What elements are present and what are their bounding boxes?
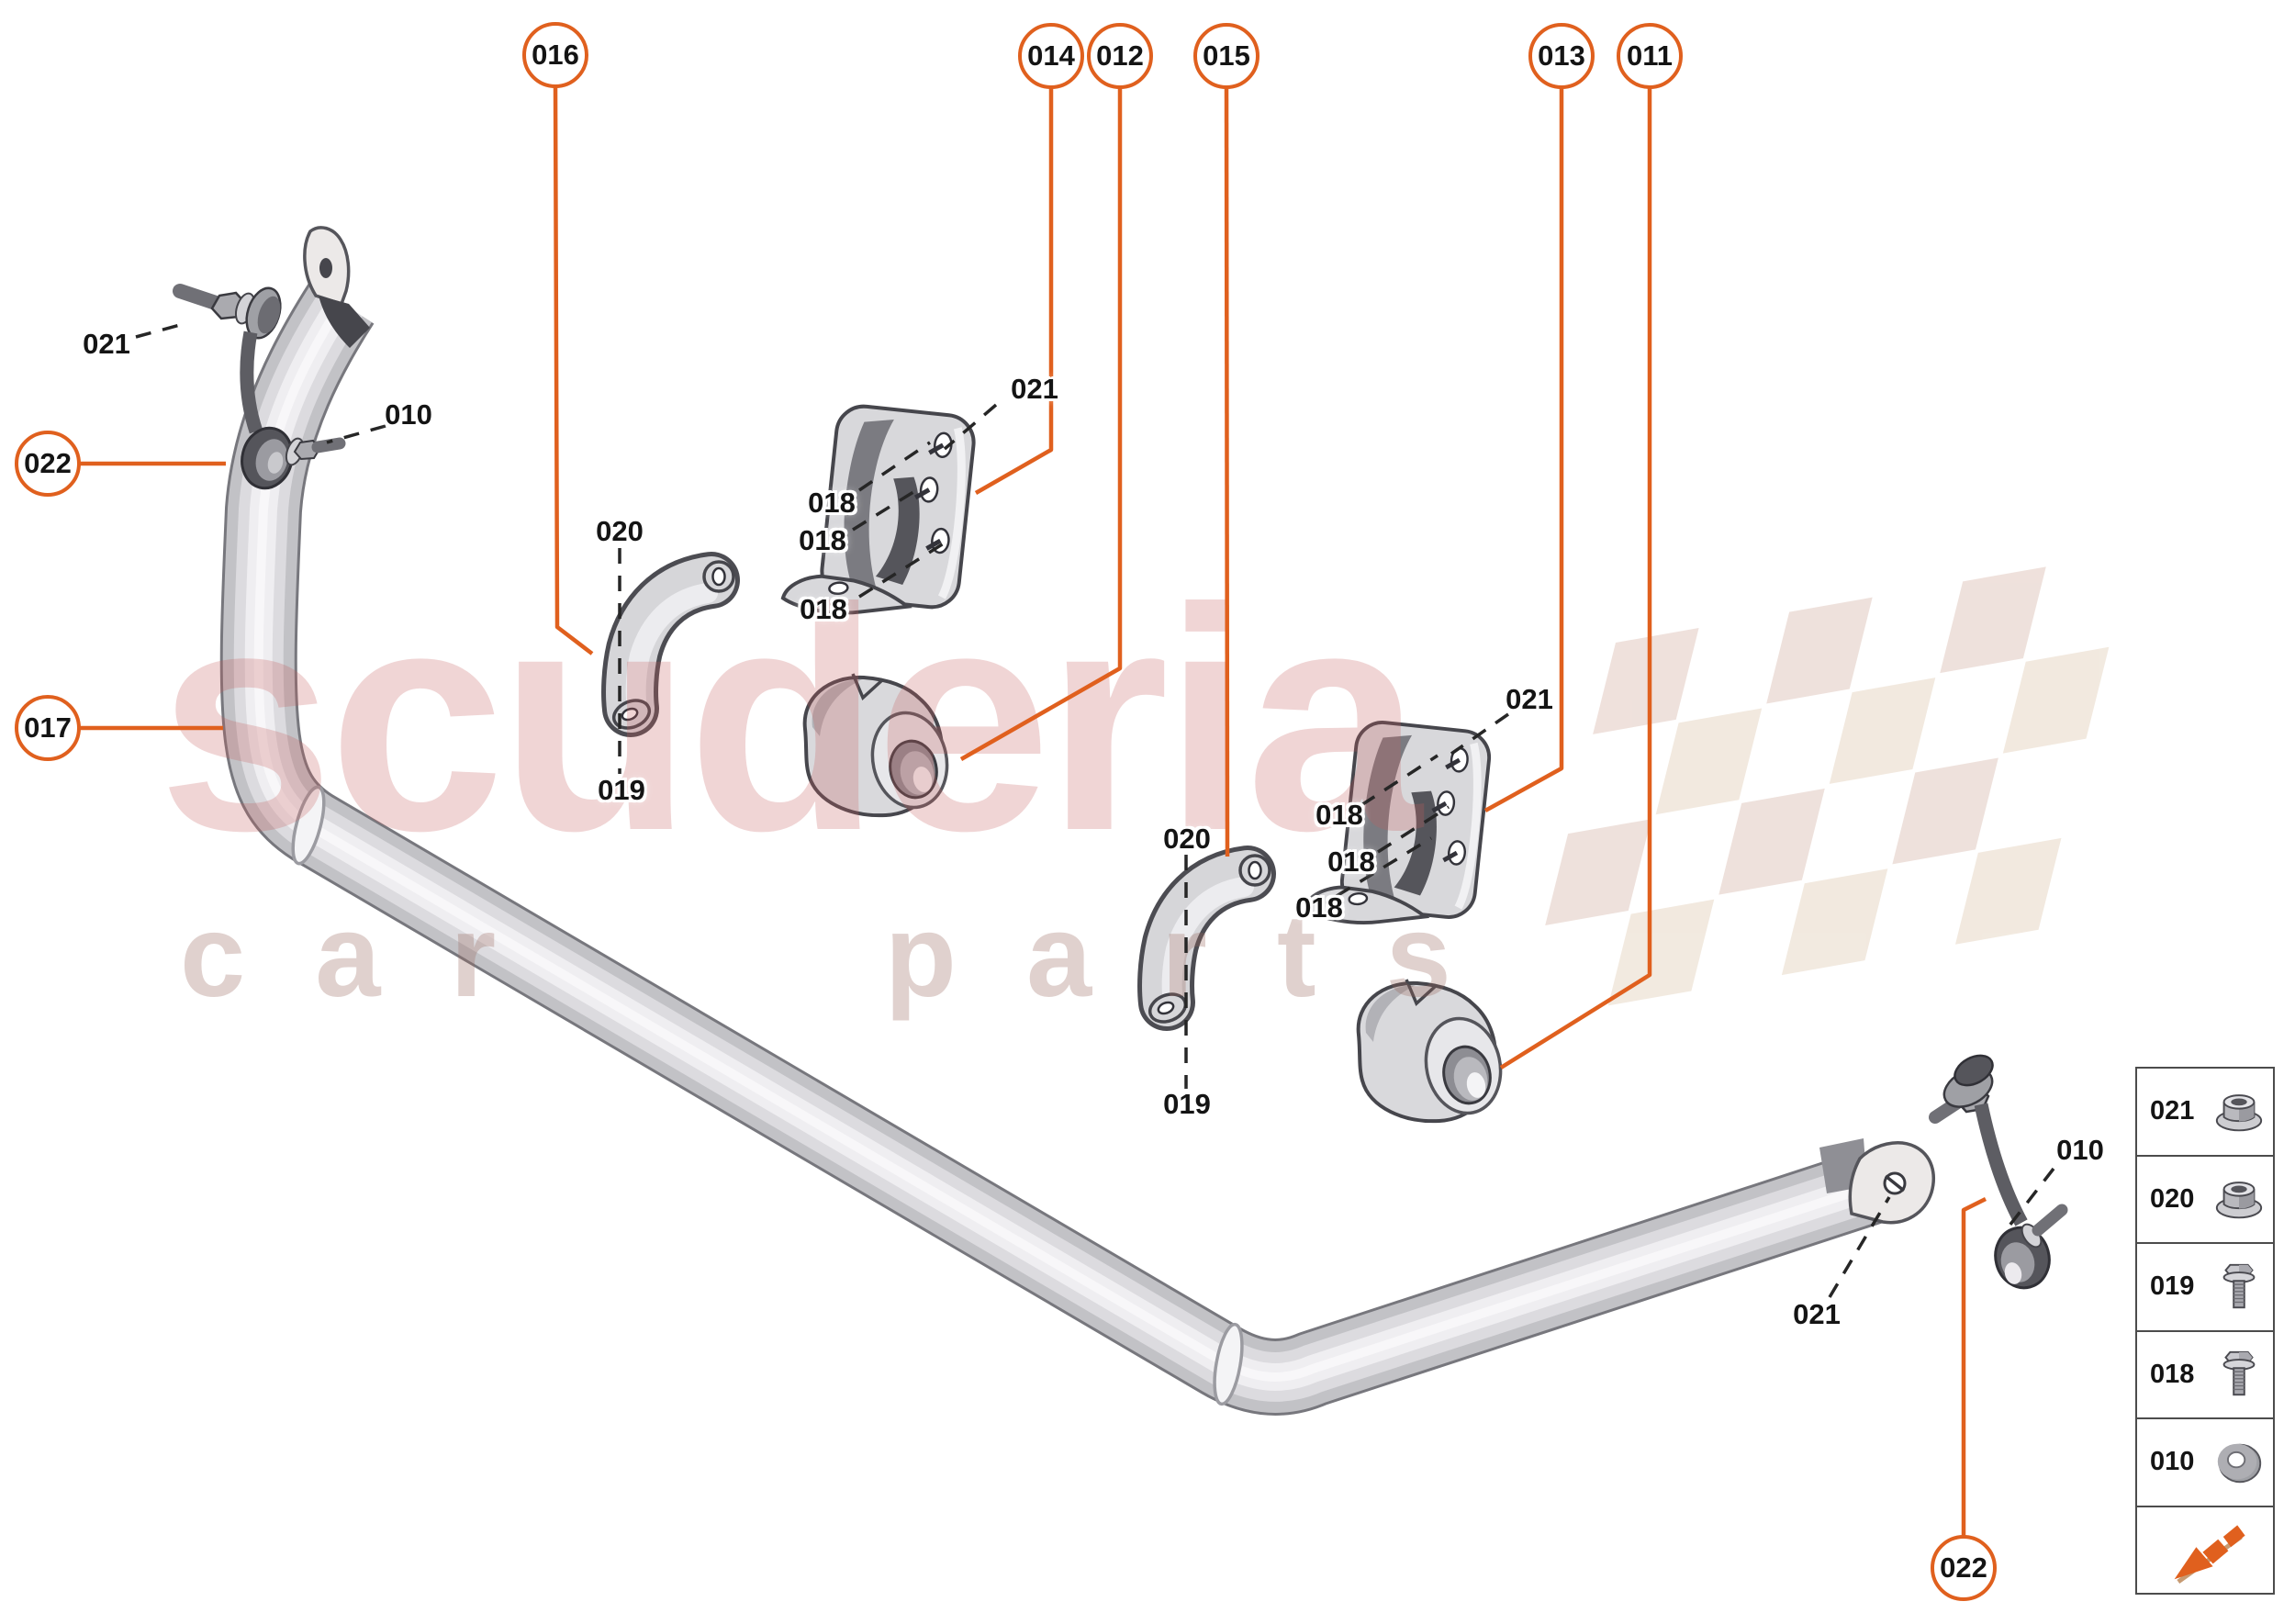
legend-row-logo [2137, 1507, 2273, 1594]
part-label-018: 018 [1327, 846, 1375, 878]
washer-icon [2212, 1436, 2266, 1489]
legend-row-020: 020 [2137, 1157, 2273, 1244]
legend-label-010: 010 [2150, 1447, 2195, 1477]
dashed-leader-010-left [326, 424, 386, 444]
part-label-021: 021 [1011, 373, 1058, 405]
callout-012[interactable]: 012 [1087, 23, 1153, 89]
flange-bolt-icon [2212, 1260, 2266, 1314]
leader-line-013 [1483, 85, 1564, 812]
leader-line-022-right [1961, 1196, 1987, 1539]
part-label-019: 019 [598, 774, 645, 806]
leader-line-011 [1499, 85, 1652, 1070]
part-label-019: 019 [1163, 1088, 1211, 1120]
dashed-leader-021-right [1828, 1196, 1891, 1298]
legend-row-018: 018 [2137, 1332, 2273, 1419]
callout-016[interactable]: 016 [522, 22, 588, 88]
flange-nut-icon [2212, 1172, 2266, 1226]
legend-label-021: 021 [2150, 1096, 2195, 1126]
callout-014[interactable]: 014 [1018, 23, 1084, 89]
part-label-021: 021 [1793, 1298, 1841, 1330]
callout-022-right[interactable]: 022 [1931, 1535, 1997, 1601]
part-label-018: 018 [1315, 799, 1363, 831]
callout-022-left[interactable]: 022 [15, 431, 81, 497]
part-label-018: 018 [808, 487, 856, 519]
part-label-018: 018 [799, 524, 846, 556]
callout-011[interactable]: 011 [1617, 23, 1683, 89]
callout-015[interactable]: 015 [1193, 23, 1259, 89]
dashed-leader-018-d3 [1336, 836, 1432, 898]
dashed-leader-018-b1 [858, 441, 931, 492]
part-label-010: 010 [385, 398, 432, 431]
dashed-leader-010-right [2001, 1167, 2055, 1236]
legend-row-019: 019 [2137, 1244, 2273, 1332]
dashed-leader-018-b2 [852, 486, 922, 532]
part-label-021: 021 [1506, 683, 1553, 715]
stabilizer-link-right [1929, 1054, 2068, 1290]
fastener-legend-table: 021 020 019 018 010 [2135, 1067, 2275, 1595]
dashed-leader-018-b3 [858, 540, 947, 599]
legend-row-010: 010 [2137, 1419, 2273, 1507]
part-label-021: 021 [83, 328, 130, 360]
part-label-020: 020 [1163, 823, 1211, 855]
leader-line-014 [974, 85, 1054, 495]
flange-bolt-icon [2212, 1348, 2266, 1401]
checkered-flag-watermark [1545, 566, 2110, 1006]
callout-013[interactable]: 013 [1528, 23, 1595, 89]
part-label-020: 020 [596, 515, 644, 547]
dashed-leader-021-d [1450, 712, 1509, 756]
leader-line-016 [553, 84, 594, 655]
dashed-leader-018-d1 [1360, 754, 1439, 807]
leader-line-012 [959, 85, 1123, 761]
legend-label-018: 018 [2150, 1359, 2195, 1389]
part-label-018: 018 [800, 593, 847, 625]
dashed-leader-018-d2 [1377, 805, 1450, 854]
bar-collar-left [291, 785, 326, 866]
leader-line-015 [1224, 84, 1230, 857]
stabilizer-link-left [173, 284, 346, 490]
part-label-018: 018 [1295, 891, 1343, 924]
legend-row-021: 021 [2137, 1069, 2273, 1157]
flange-nut-icon [2212, 1085, 2266, 1138]
legend-label-020: 020 [2150, 1183, 2195, 1214]
anti-roll-bar [219, 226, 1935, 1416]
callout-017[interactable]: 017 [15, 695, 81, 761]
legend-label-019: 019 [2150, 1271, 2195, 1302]
bar-collar-right [1213, 1322, 1244, 1406]
brand-arrow-logo-icon [2169, 1511, 2246, 1588]
part-label-010: 010 [2056, 1134, 2104, 1166]
dashed-leader-021-b [943, 403, 998, 451]
dashed-leader-021-left [135, 323, 181, 339]
